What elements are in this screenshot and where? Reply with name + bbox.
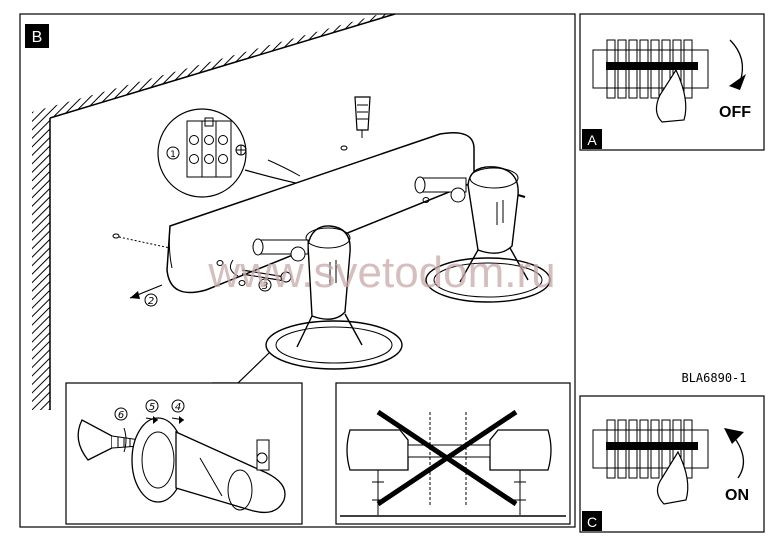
hand-icon: [656, 450, 689, 505]
badge-main-bg: [25, 24, 49, 48]
watermark: www.svetodom.ru: [207, 248, 555, 297]
wall: [32, 13, 396, 410]
callout-five: 5: [149, 402, 155, 413]
callout-four: 4: [175, 402, 181, 413]
badge-off: A: [587, 132, 597, 148]
panel-switch-on: C ON: [579, 395, 765, 533]
breaker-row-icon: [606, 442, 698, 450]
detail-panel-incorrect: [335, 382, 571, 525]
arrow-down-icon: [729, 74, 746, 90]
breaker-row-icon: [606, 62, 698, 70]
callout-terminal-one: 1: [170, 150, 176, 160]
model-code: BLA6890-1: [681, 371, 746, 385]
panel-main: B: [19, 13, 576, 528]
arrow-up-icon: [724, 428, 744, 444]
badge-on: C: [587, 514, 597, 530]
badge-main: B: [32, 29, 43, 46]
screw-icon: [229, 259, 292, 283]
drill-hole-icon: [112, 233, 120, 239]
switch-off-label: OFF: [719, 104, 751, 121]
terminal-block-inset: [157, 108, 247, 198]
spotlight-rear: [414, 166, 551, 303]
wall-plug-icon: [340, 96, 371, 151]
callout-six: 6: [118, 410, 124, 421]
spotlight-front: [252, 225, 403, 370]
switch-on-label: ON: [725, 487, 749, 504]
callout-two: 2: [148, 296, 154, 307]
hand-icon: [655, 68, 687, 123]
panel-switch-off: A OFF: [579, 13, 765, 151]
callout-three: 3: [262, 281, 268, 292]
detail-panel-left: [65, 382, 303, 525]
